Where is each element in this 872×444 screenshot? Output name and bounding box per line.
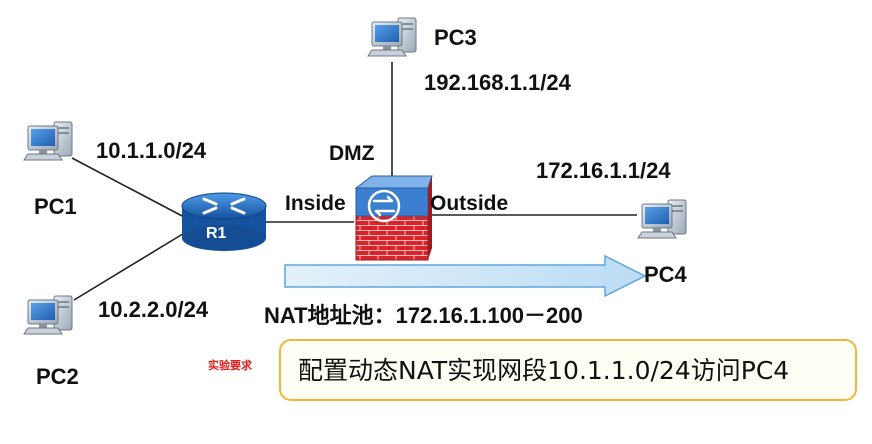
requirement-tag: 实验要求	[208, 359, 252, 372]
pc4-network-label: 172.16.1.1/24	[536, 158, 671, 183]
link-pc1-r1	[71, 157, 187, 219]
pc4-label: PC4	[644, 262, 687, 287]
pc3-computer-icon	[367, 17, 417, 57]
pc1-computer-icon	[23, 121, 73, 161]
requirement-text: 配置动态NAT实现网段10.1.1.0/24访问PC4	[298, 356, 790, 385]
pc1-label: PC1	[34, 194, 77, 219]
link-pc2-r1	[73, 231, 187, 301]
nat-direction-arrow	[284, 254, 647, 298]
router-label: R1	[206, 225, 227, 242]
inside-label: Inside	[285, 192, 346, 215]
nat-pool-label: NAT地址池：172.16.1.100－200	[264, 303, 583, 328]
dmz-label: DMZ	[329, 142, 375, 165]
requirement-box	[279, 339, 857, 401]
pc2-label: PC2	[36, 364, 79, 389]
pc2-computer-icon	[23, 295, 73, 335]
firewall-icon	[354, 175, 433, 261]
pc2-network-label: 10.2.2.0/24	[98, 297, 209, 322]
links	[71, 62, 637, 301]
pc1-network-label: 10.1.1.0/24	[96, 138, 207, 163]
pc3-network-label: 192.168.1.1/24	[424, 70, 571, 95]
pc3-label: PC3	[434, 25, 477, 50]
router-icon	[181, 192, 267, 251]
outside-label: Outside	[430, 192, 509, 215]
pc4-computer-icon	[637, 199, 687, 239]
